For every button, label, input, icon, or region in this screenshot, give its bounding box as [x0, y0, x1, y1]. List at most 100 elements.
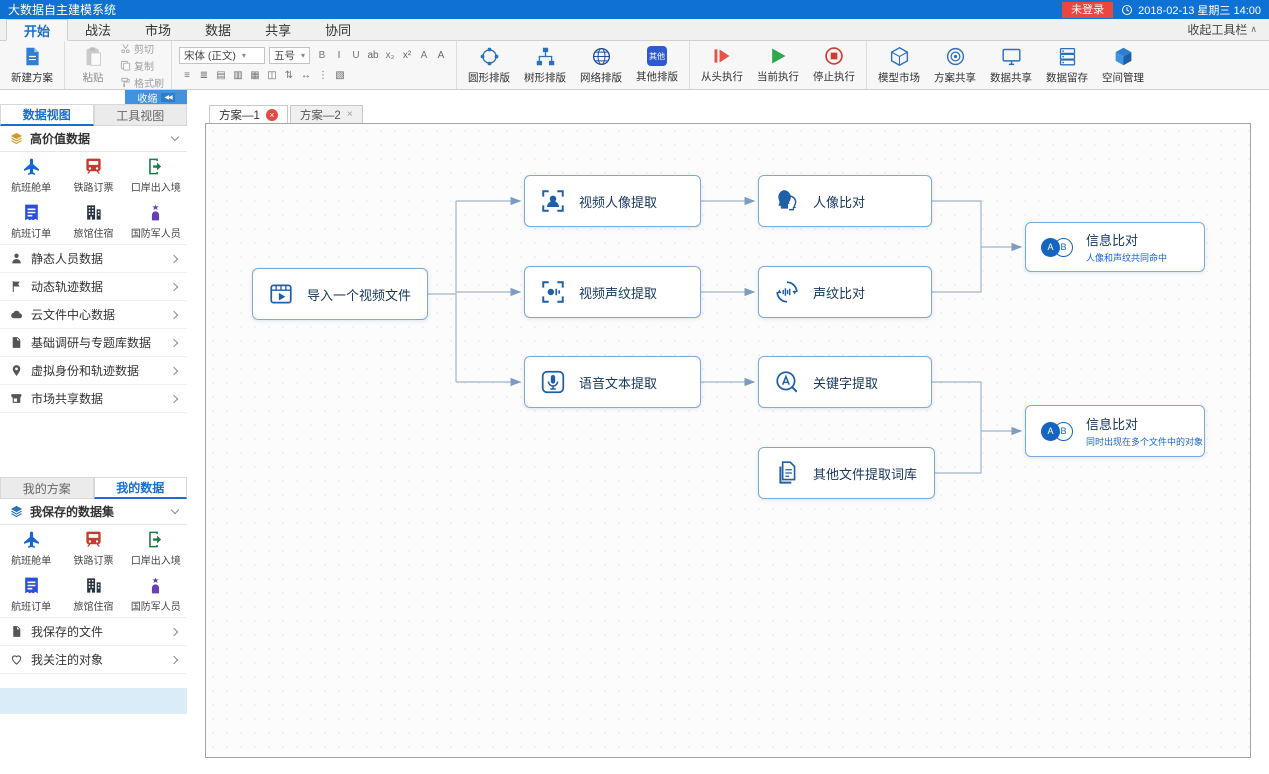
node-info-comparison-1[interactable]: A B 信息比对 人像和声纹共同命中 — [1025, 222, 1205, 272]
doc-tab-plan-2[interactable]: 方案—2 × — [289, 105, 363, 123]
format-button[interactable]: A — [437, 50, 445, 61]
format-button[interactable]: ▦ — [250, 69, 260, 81]
format-button[interactable]: I — [337, 50, 341, 61]
sidebar-lower-tabs: 我的方案 我的数据 — [0, 477, 187, 499]
format-button[interactable]: x₂ — [385, 50, 395, 61]
menu-tab-share[interactable]: 共享 — [265, 23, 292, 38]
login-status-badge[interactable]: 未登录 — [1062, 1, 1114, 18]
tree-layout-button[interactable]: 树形排版 — [520, 44, 570, 87]
connector-lines — [428, 196, 1023, 474]
format-button[interactable]: ⋮ — [318, 69, 328, 81]
close-icon[interactable]: × — [265, 108, 278, 121]
format-button[interactable]: B — [318, 50, 326, 61]
node-video-portrait-extraction[interactable]: 视频人像提取 — [524, 175, 701, 227]
dataset-hotel-stay[interactable]: 旅馆住宿 — [62, 571, 124, 617]
tab-data-view[interactable]: 数据视图 — [0, 104, 94, 126]
format-button[interactable]: ▧ — [335, 69, 345, 81]
dataset-port-entry-exit[interactable]: 口岸出入境 — [125, 152, 187, 198]
dataset-railway-ticket[interactable]: 铁路订票 — [62, 152, 124, 198]
group-cloud-file-center[interactable]: 云文件中心数据 — [0, 301, 187, 329]
dataset-flight-manifest[interactable]: 航班舱单 — [0, 525, 62, 571]
flow-canvas[interactable]: 导入一个视频文件 视频人像提取 视频声纹提取 语音文本提取 人像比对 声纹比对 … — [205, 123, 1251, 758]
dataset-flight-order[interactable]: 航班订单 — [0, 198, 62, 244]
group-virtual-identity[interactable]: 虚拟身份和轨迹数据 — [0, 357, 187, 385]
cut-button[interactable]: 剪切 — [120, 41, 164, 56]
run-current-button[interactable]: 当前执行 — [753, 44, 803, 86]
menu-tab-tactics[interactable]: 战法 — [85, 23, 112, 38]
section-saved-datasets[interactable]: 我保存的数据集 — [0, 499, 187, 525]
other-layout-button[interactable]: 其他 其他排版 — [632, 44, 682, 86]
ribbon-group-layout: 圆形排版 树形排版 网络排版 其他 其他排版 — [457, 41, 691, 89]
format-button[interactable]: ab — [367, 50, 379, 61]
section-high-value-data[interactable]: 高价值数据 — [0, 126, 187, 152]
node-voiceprint-comparison[interactable]: 声纹比对 — [758, 266, 932, 318]
circle-layout-button[interactable]: 圆形排版 — [464, 44, 514, 87]
format-button[interactable]: ≣ — [199, 69, 209, 81]
cube-filled-icon — [1113, 46, 1134, 67]
dataset-railway-ticket[interactable]: 铁路订票 — [62, 525, 124, 571]
format-button[interactable]: ◫ — [267, 69, 277, 81]
dataset-flight-order[interactable]: 航班订单 — [0, 571, 62, 617]
menu-tab-start[interactable]: 开始 — [6, 19, 69, 41]
plane-icon — [22, 157, 41, 176]
new-plan-button[interactable]: 新建方案 — [7, 44, 57, 87]
title-bar: 大数据自主建模系统 未登录 2018-02-13 星期三 14:00 — [0, 0, 1269, 19]
network-layout-button[interactable]: 网络排版 — [576, 44, 626, 87]
format-button[interactable]: A — [420, 50, 428, 61]
stop-run-button[interactable]: 停止执行 — [809, 44, 859, 86]
close-icon[interactable]: × — [346, 109, 353, 120]
doc-tab-plan-1[interactable]: 方案—1 × — [209, 105, 288, 123]
format-button[interactable]: ⇅ — [284, 69, 294, 81]
space-management-button[interactable]: 空间管理 — [1098, 44, 1148, 87]
sidebar-collapse-button[interactable]: 收缩 ◀◀ — [125, 90, 187, 105]
plan-share-button[interactable]: 方案共享 — [930, 44, 980, 87]
menu-tab-data[interactable]: 数据 — [205, 23, 232, 38]
menu-tab-market[interactable]: 市场 — [145, 23, 172, 38]
ribbon-group-clipboard: 粘贴 剪切 复制 格式刷 — [65, 41, 172, 90]
group-followed-objects[interactable]: 我关注的对象 — [0, 646, 187, 674]
format-button[interactable]: ≡ — [184, 69, 190, 81]
data-share-button[interactable]: 数据共享 — [986, 44, 1036, 87]
format-button[interactable]: ▤ — [216, 69, 226, 81]
font-size-select[interactable]: 五号 ▾ — [269, 47, 311, 64]
node-info-comparison-2[interactable]: A B 信息比对 同时出现在多个文件中的对象 — [1025, 405, 1205, 457]
format-button[interactable]: ▥ — [233, 69, 243, 81]
node-speech-text-extraction[interactable]: 语音文本提取 — [524, 356, 701, 408]
sidebar: 收缩 ◀◀ 数据视图 工具视图 高价值数据 航班舱单 铁路订票 口岸出入境 航班… — [0, 90, 187, 714]
tab-tool-view[interactable]: 工具视图 — [93, 104, 187, 126]
dataset-port-entry-exit[interactable]: 口岸出入境 — [125, 525, 187, 571]
soldier-icon — [146, 576, 165, 595]
format-button[interactable]: ↔ — [301, 69, 311, 81]
data-retention-button[interactable]: 数据留存 — [1042, 44, 1092, 87]
node-portrait-comparison[interactable]: 人像比对 — [758, 175, 932, 227]
format-button[interactable]: U — [352, 50, 360, 61]
model-market-button[interactable]: 模型市场 — [874, 44, 924, 87]
paste-button[interactable]: 粘贴 — [72, 44, 114, 87]
tab-my-plans[interactable]: 我的方案 — [0, 477, 94, 499]
dataset-military-personnel[interactable]: 国防军人员 — [125, 198, 187, 244]
group-dynamic-trajectory[interactable]: 动态轨迹数据 — [0, 273, 187, 301]
tab-my-data[interactable]: 我的数据 — [93, 477, 187, 499]
node-import-video-file[interactable]: 导入一个视频文件 — [252, 268, 428, 320]
run-from-start-button[interactable]: 从头执行 — [697, 44, 747, 86]
font-family-select[interactable]: 宋体 (正文) ▾ — [179, 47, 265, 64]
copy-button[interactable]: 复制 — [120, 58, 164, 73]
node-keyword-extraction[interactable]: 关键字提取 — [758, 356, 932, 408]
dataset-hotel-stay[interactable]: 旅馆住宿 — [62, 198, 124, 244]
group-saved-files[interactable]: 我保存的文件 — [0, 618, 187, 646]
collapse-toolbar-button[interactable]: 收起工具栏 ∧ — [1187, 23, 1257, 37]
group-market-shared-data[interactable]: 市场共享数据 — [0, 385, 187, 413]
node-other-files-thesaurus[interactable]: 其他文件提取词库 — [758, 447, 935, 499]
node-video-voiceprint-extraction[interactable]: 视频声纹提取 — [524, 266, 701, 318]
group-static-personnel[interactable]: 静态人员数据 — [0, 245, 187, 273]
menu-tab-collab[interactable]: 协同 — [325, 23, 352, 38]
format-button[interactable]: x² — [402, 50, 412, 61]
dataset-military-personnel[interactable]: 国防军人员 — [125, 571, 187, 617]
group-basic-research[interactable]: 基础调研与专题库数据 — [0, 329, 187, 357]
format-painter-button[interactable]: 格式刷 — [120, 75, 164, 90]
chevron-right-icon — [169, 627, 179, 636]
play-icon — [768, 46, 788, 66]
dataset-flight-manifest[interactable]: 航班舱单 — [0, 152, 62, 198]
order-icon — [22, 576, 41, 595]
